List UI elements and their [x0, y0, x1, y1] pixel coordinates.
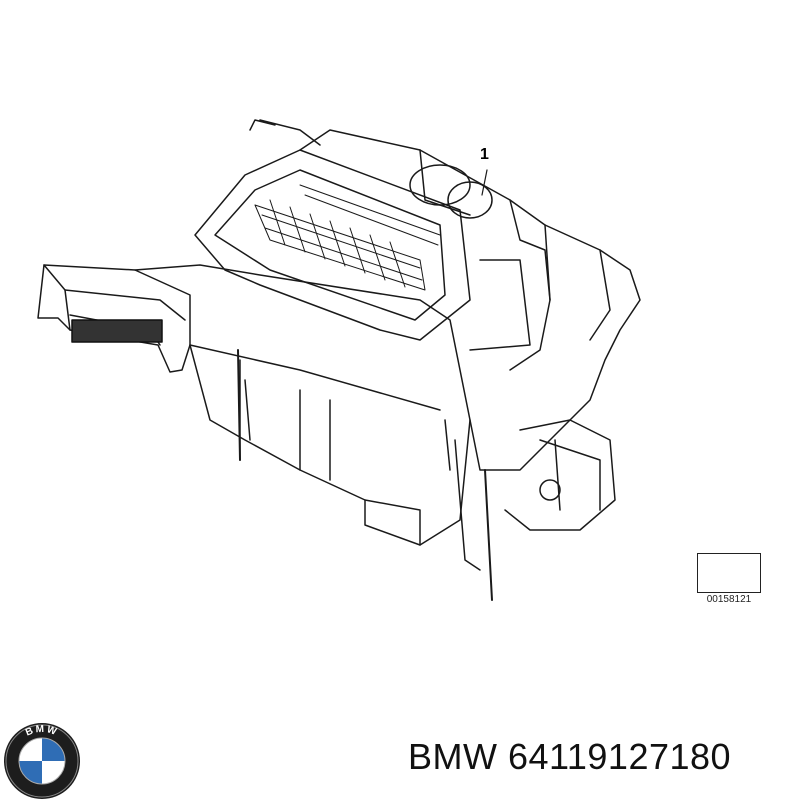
reference-code: 00158121 [706, 594, 752, 605]
callout-number: 1 [480, 146, 489, 163]
logo-letters: BMW [24, 724, 58, 739]
lower-housing [134, 264, 471, 546]
grille-mesh [254, 184, 441, 291]
part-number: 64119127180 [508, 736, 732, 777]
part-number-line: BMW 64119127180 [408, 736, 731, 778]
svg-text:BMW: BMW [24, 724, 60, 739]
brand-name: BMW [408, 736, 498, 777]
callout-leader-line [481, 169, 488, 196]
filter-frame [194, 149, 471, 341]
reference-box [697, 553, 761, 593]
bmw-logo: BMW [4, 723, 80, 799]
blower-motor-unit [504, 419, 616, 531]
left-air-duct [37, 264, 191, 373]
